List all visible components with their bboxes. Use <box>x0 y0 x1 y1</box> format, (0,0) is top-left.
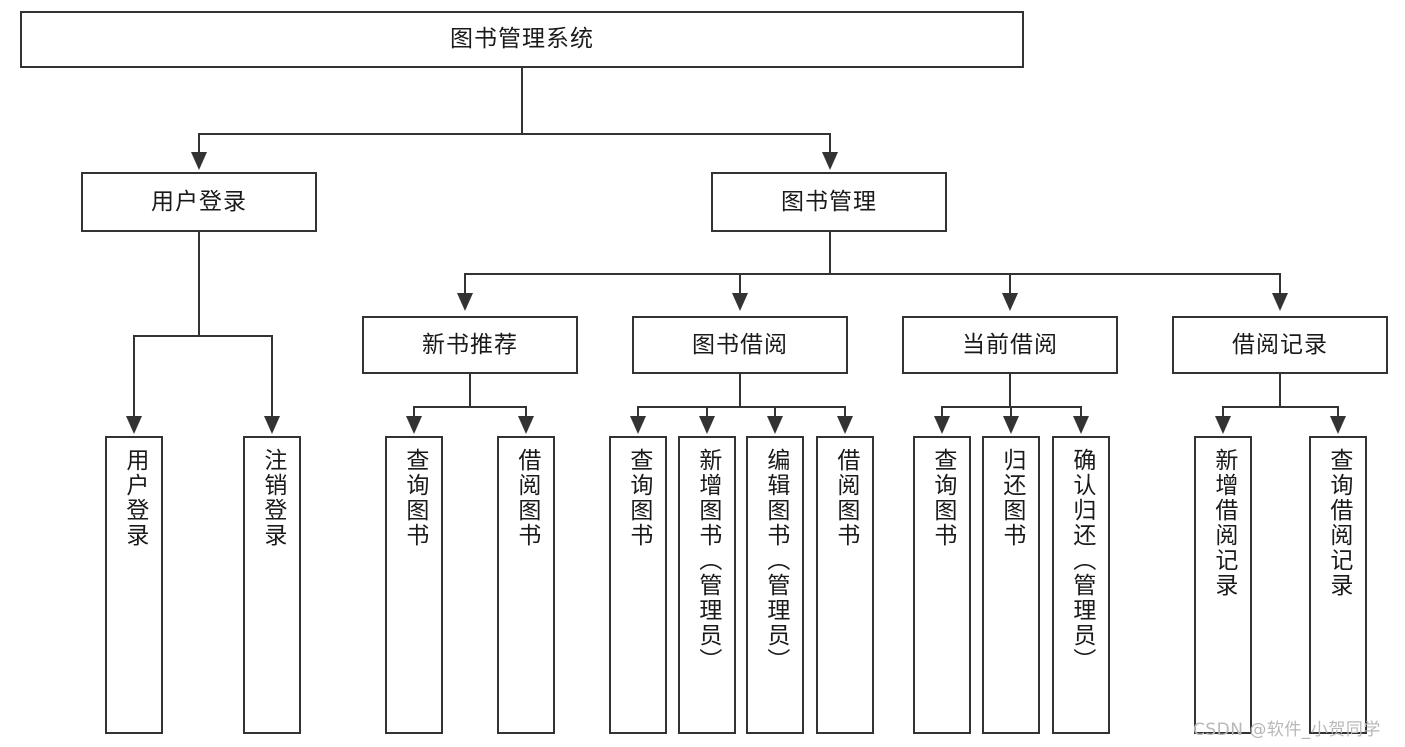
node-leaf-edit-book-label: 编辑图书（管理员） <box>762 448 789 673</box>
arrowhead-leaf-user-login <box>126 416 142 434</box>
edge-cb-drop-2 <box>1010 406 1012 418</box>
node-root[interactable]: 图书管理系统 <box>20 11 1024 68</box>
node-leaf-query-book-1[interactable]: 查询图书 <box>385 436 443 734</box>
node-leaf-borrow-book-1[interactable]: 借阅图书 <box>497 436 555 734</box>
edge-to-current-borrow <box>1009 273 1011 295</box>
node-leaf-user-login-label: 用户登录 <box>121 448 148 548</box>
edge-book-manage-stem <box>829 232 831 274</box>
arrowhead-current-borrow <box>1002 293 1018 311</box>
node-book-borrow[interactable]: 图书借阅 <box>632 316 848 374</box>
node-leaf-edit-book[interactable]: 编辑图书（管理员） <box>746 436 804 734</box>
node-book-manage-label: 图书管理 <box>781 188 877 215</box>
edge-book-borrow-stem <box>739 374 741 407</box>
edge-to-book-borrow <box>739 273 741 295</box>
arrowhead-leaf-return-book <box>1003 416 1019 434</box>
arrowhead-leaf-query-book-2 <box>630 416 646 434</box>
arrowhead-borrow-record <box>1272 293 1288 311</box>
node-leaf-add-book[interactable]: 新增图书（管理员） <box>678 436 736 734</box>
edge-new-book-recommend-stem <box>469 374 471 407</box>
edge-user-login-bar <box>133 335 273 337</box>
edge-book-borrow-bar <box>637 406 846 408</box>
edge-root-to-book-manage <box>829 133 831 155</box>
arrowhead-book-manage <box>822 152 838 170</box>
node-leaf-user-login[interactable]: 用户登录 <box>105 436 163 734</box>
edge-root-stem <box>521 68 523 134</box>
node-current-borrow[interactable]: 当前借阅 <box>902 316 1118 374</box>
node-leaf-user-logout-label: 注销登录 <box>259 448 286 548</box>
edge-cb-drop-3 <box>1080 406 1082 418</box>
arrowhead-leaf-query-book-3 <box>934 416 950 434</box>
node-leaf-confirm-return[interactable]: 确认归还（管理员） <box>1052 436 1110 734</box>
arrowhead-leaf-add-record <box>1215 416 1231 434</box>
node-root-label: 图书管理系统 <box>450 26 594 53</box>
edge-bb-drop-3 <box>774 406 776 418</box>
arrowhead-new-book-recommend <box>457 293 473 311</box>
edge-root-bar <box>198 133 831 135</box>
node-leaf-query-record[interactable]: 查询借阅记录 <box>1309 436 1367 734</box>
node-book-borrow-label: 图书借阅 <box>692 331 788 358</box>
edge-book-manage-bar <box>464 273 1280 275</box>
edge-root-to-user-login <box>198 133 200 155</box>
node-user-login-label: 用户登录 <box>151 188 247 215</box>
edge-br-drop-2 <box>1337 406 1339 418</box>
arrowhead-leaf-query-book-1 <box>406 416 422 434</box>
node-leaf-borrow-book-2-label: 借阅图书 <box>832 448 859 548</box>
node-leaf-query-book-3-label: 查询图书 <box>929 448 956 548</box>
arrowhead-leaf-confirm-return <box>1073 416 1089 434</box>
edge-new-book-recommend-bar <box>413 406 527 408</box>
csdn-watermark: CSDN @软件_小贺同学 <box>1193 720 1381 740</box>
node-leaf-return-book-label: 归还图书 <box>998 448 1025 548</box>
arrowhead-user-login <box>191 152 207 170</box>
node-leaf-add-record-label: 新增借阅记录 <box>1210 448 1237 598</box>
edge-user-login-drop-1 <box>133 335 135 418</box>
node-leaf-query-book-1-label: 查询图书 <box>401 448 428 548</box>
edge-user-login-stem <box>198 232 200 336</box>
node-leaf-add-book-label: 新增图书（管理员） <box>694 448 721 673</box>
arrowhead-leaf-borrow-book-1 <box>518 416 534 434</box>
node-leaf-query-book-3[interactable]: 查询图书 <box>913 436 971 734</box>
node-borrow-record[interactable]: 借阅记录 <box>1172 316 1388 374</box>
node-leaf-query-book-2[interactable]: 查询图书 <box>609 436 667 734</box>
edge-to-new-book-recommend <box>464 273 466 295</box>
edge-user-login-drop-2 <box>271 335 273 418</box>
arrowhead-leaf-query-record <box>1330 416 1346 434</box>
node-leaf-query-record-label: 查询借阅记录 <box>1325 448 1352 598</box>
edge-nbr-drop-1 <box>413 406 415 418</box>
edge-bb-drop-4 <box>844 406 846 418</box>
node-book-manage[interactable]: 图书管理 <box>711 172 947 232</box>
edge-cb-drop-1 <box>941 406 943 418</box>
node-new-book-recommend-label: 新书推荐 <box>422 331 518 358</box>
edge-borrow-record-stem <box>1279 374 1281 407</box>
node-leaf-query-book-2-label: 查询图书 <box>625 448 652 548</box>
edge-br-drop-1 <box>1222 406 1224 418</box>
arrowhead-leaf-add-book <box>699 416 715 434</box>
edge-bb-drop-2 <box>706 406 708 418</box>
arrowhead-leaf-user-logout <box>264 416 280 434</box>
node-leaf-confirm-return-label: 确认归还（管理员） <box>1068 448 1095 673</box>
node-leaf-borrow-book-2[interactable]: 借阅图书 <box>816 436 874 734</box>
node-new-book-recommend[interactable]: 新书推荐 <box>362 316 578 374</box>
arrowhead-leaf-borrow-book-2 <box>837 416 853 434</box>
edge-current-borrow-stem <box>1009 374 1011 407</box>
edge-nbr-drop-2 <box>525 406 527 418</box>
node-leaf-add-record[interactable]: 新增借阅记录 <box>1194 436 1252 734</box>
arrowhead-leaf-edit-book <box>767 416 783 434</box>
node-borrow-record-label: 借阅记录 <box>1232 331 1328 358</box>
node-leaf-return-book[interactable]: 归还图书 <box>982 436 1040 734</box>
edge-to-borrow-record <box>1279 273 1281 295</box>
node-leaf-user-logout[interactable]: 注销登录 <box>243 436 301 734</box>
node-user-login[interactable]: 用户登录 <box>81 172 317 232</box>
node-current-borrow-label: 当前借阅 <box>962 331 1058 358</box>
arrowhead-book-borrow <box>732 293 748 311</box>
node-leaf-borrow-book-1-label: 借阅图书 <box>513 448 540 548</box>
edge-bb-drop-1 <box>637 406 639 418</box>
edge-borrow-record-bar <box>1222 406 1339 408</box>
